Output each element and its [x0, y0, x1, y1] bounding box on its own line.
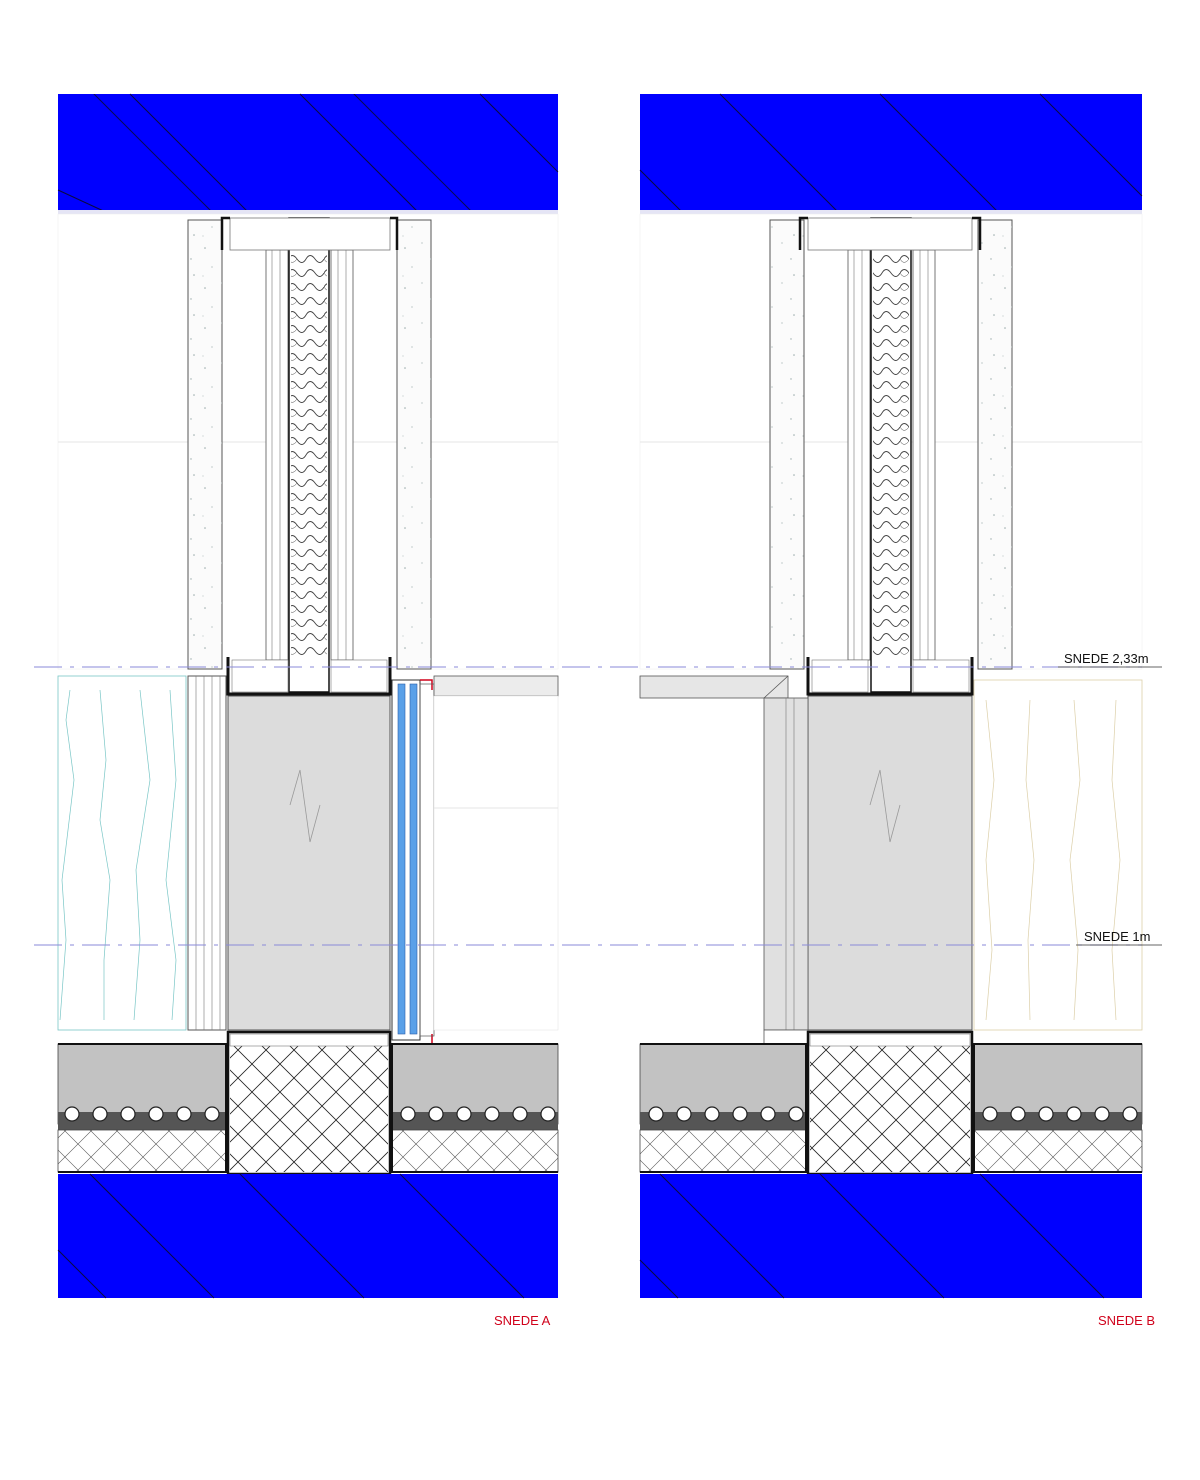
label-section-1m: SNEDE 1m — [1084, 929, 1151, 944]
top-slab-b — [639, 93, 1143, 215]
floor-heating-pipes-b — [640, 1106, 1142, 1130]
bottom-slab-b — [639, 1173, 1142, 1299]
label-section-a: SNEDE A — [494, 1313, 551, 1328]
label-section-b: SNEDE B — [1098, 1313, 1156, 1328]
label-section-233: SNEDE 2,33m — [1064, 651, 1149, 666]
panel-b — [639, 93, 1143, 1299]
top-slab-a — [57, 93, 559, 215]
bottom-slab-a — [57, 1173, 558, 1299]
panel-a — [57, 93, 559, 1299]
floor-heating-pipes-a — [58, 1106, 558, 1130]
